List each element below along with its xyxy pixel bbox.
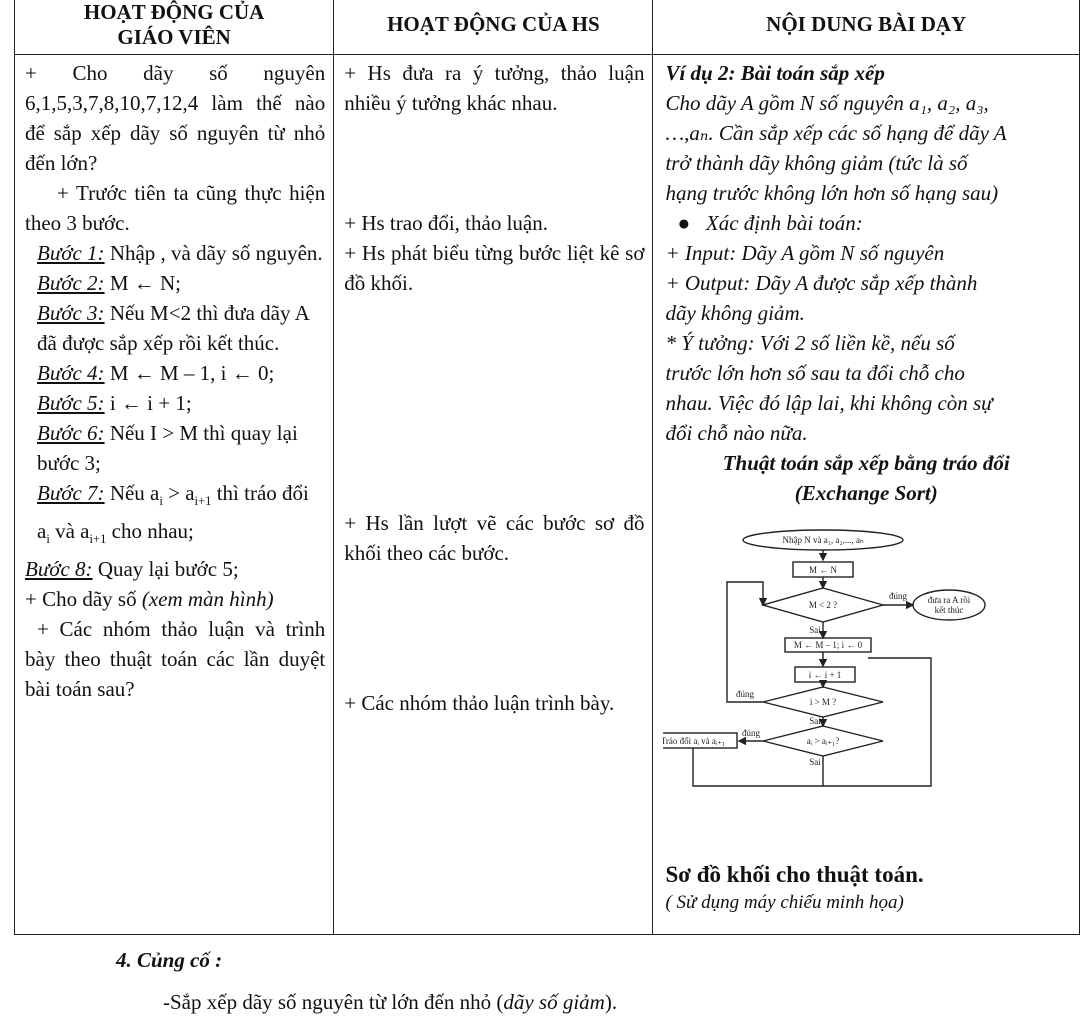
input-line: + Input: Dãy A gồm N số nguyên: [665, 241, 945, 265]
step-5: Bước 5: i ← i + 1;: [37, 391, 192, 415]
problem-line-3: trở thành dãy không giảm (tức là số: [665, 151, 968, 175]
end-node: [912, 589, 987, 621]
footer-line: -Sắp xếp dãy số nguyên từ lớn đến nhỏ (d…: [163, 990, 617, 1015]
m-dec-label: M ← M – 1; i ← 0: [794, 640, 863, 650]
step-4: Bước 4: M ← M – 1, i ← 0;: [37, 361, 275, 385]
student-list-steps: + Hs phát biểu từng bước liệt kê sơ đồ k…: [344, 241, 645, 295]
start-label: Nhập N và a₁, a₂,..., aₙ: [783, 535, 864, 545]
student-present: + Các nhóm thảo luận trình bày.: [344, 691, 615, 715]
problem-line-1: Cho dãy A gồm N số nguyên a₁, a₂, a₃,: [665, 91, 989, 115]
idea-line-2: trước lớn hơn số sau ta đổi chỗ cho: [665, 361, 965, 385]
step-8: Bước 8: Quay lại bước 5;: [25, 557, 239, 582]
output-line-2: dãy không giảm.: [665, 301, 805, 325]
consolidation-heading: 4. Củng cố :: [116, 948, 223, 972]
teacher-group-discussion: + Các nhóm thảo luận và trình bày theo t…: [25, 617, 326, 702]
bullet-define-problem: ● Xác định bài toán:: [677, 211, 863, 235]
algorithm-title: Thuật toán sắp xếp bằng tráo đổi: [722, 451, 1010, 475]
teacher-give-sequence: + Cho dãy số (xem màn hình): [25, 587, 274, 612]
step-6: Bước 6: Nếu I > M thì quay lại bước 3;: [37, 421, 298, 475]
example-title: Ví dụ 2: Bài toán sắp xếp: [665, 61, 885, 85]
no-label-2: Sai: [810, 716, 822, 726]
swap-label: Tráo đổi aᵢ và aᵢ₊₁: [663, 736, 725, 746]
step-3: Bước 3: Nếu M<2 thì đưa dãy A đã được sắ…: [37, 301, 309, 355]
compare-label: aᵢ > aᵢ₊₁?: [807, 736, 839, 746]
step-2: Bước 2: M ← N;: [37, 271, 181, 295]
diagram-caption: Sơ đồ khối cho thuật toán.: [665, 862, 924, 887]
no-label-3: Sai: [810, 757, 822, 767]
m-dec-box: [784, 637, 873, 653]
teacher-three-steps: + Trước tiên ta cũng thực hiện theo 3 bư…: [25, 181, 326, 235]
idea-line-4: đổi chỗ nào nữa.: [665, 421, 808, 445]
content-column: Ví dụ 2: Bài toán sắp xếp Cho dãy A gồm …: [652, 54, 1080, 935]
consolidation-task: -Sắp xếp dãy số nguyên từ lớn đến nhỏ (d…: [163, 990, 618, 1014]
yes-label-1: đúng: [889, 591, 908, 601]
end-label-2: kết thúc: [935, 605, 964, 615]
m-n-label: M ← N: [809, 565, 838, 575]
header-content: NỘI DUNG BÀI DẠY: [652, 0, 1080, 55]
footer: 4. Củng cố :: [116, 948, 222, 973]
step-7: Bước 7: Nếu ai > ai+1 thì tráo đổi ai và…: [37, 481, 309, 547]
student-exchange: + Hs trao đổi, thảo luận.: [344, 211, 548, 235]
lesson-plan-table: HOẠT ĐỘNG CỦA GIÁO VIÊN HOẠT ĐỘNG CỦA HS…: [13, 0, 1080, 935]
flowchart: Nhập N và a₁, a₂,..., aₙ M ← N M < 2 ? đ…: [663, 520, 1079, 810]
student-ideas: + Hs đưa ra ý tưởng, thảo luận nhiều ý t…: [344, 61, 645, 115]
yes-label-2: đúng: [736, 689, 755, 699]
algorithm-subtitle: (Exchange Sort): [794, 481, 938, 505]
i-inc-label: i ← i + 1: [809, 670, 842, 680]
m-lt2-label: M < 2 ?: [809, 600, 837, 610]
teacher-column: + Cho dãy số nguyên 6,1,5,3,7,8,10,7,12,…: [13, 54, 335, 935]
flowchart-svg: Nhập N và a₁, a₂,..., aₙ M ← N M < 2 ? đ…: [663, 529, 987, 787]
yes-label-3: đúng: [742, 728, 761, 738]
end-label-1: đưa ra A rồi: [928, 595, 971, 605]
output-line-1: + Output: Dãy A được sắp xếp thành: [665, 271, 978, 295]
idea-line-3: nhau. Việc đó lập lai, khi không còn sự: [665, 391, 993, 415]
problem-line-4: hạng trước không lớn hơn số hạng sau): [665, 181, 999, 205]
header-teacher: HOẠT ĐỘNG CỦA GIÁO VIÊN: [13, 0, 335, 55]
header-student: HOẠT ĐỘNG CỦA HS: [333, 0, 654, 55]
problem-line-2: …,aₙ. Cần sắp xếp các số hạng để dãy A: [665, 121, 1007, 145]
student-column: + Hs đưa ra ý tưởng, thảo luận nhiều ý t…: [333, 54, 654, 935]
bullet-dot-icon: ●: [677, 211, 691, 235]
step-1: Bước 1: Nhập , và dãy số nguyên.: [37, 241, 323, 265]
no-label-1: Sai: [810, 625, 822, 635]
projector-note: ( Sử dụng máy chiếu minh họa): [665, 892, 904, 913]
idea-line-1: * Ý tưởng: Với 2 số liền kề, nếu số: [665, 331, 955, 355]
student-draw-flowchart: + Hs lần lượt vẽ các bước sơ đồ khối the…: [344, 511, 645, 565]
i-gt-m-label: i > M ?: [810, 697, 836, 707]
teacher-intro: + Cho dãy số nguyên 6,1,5,3,7,8,10,7,12,…: [25, 61, 326, 175]
